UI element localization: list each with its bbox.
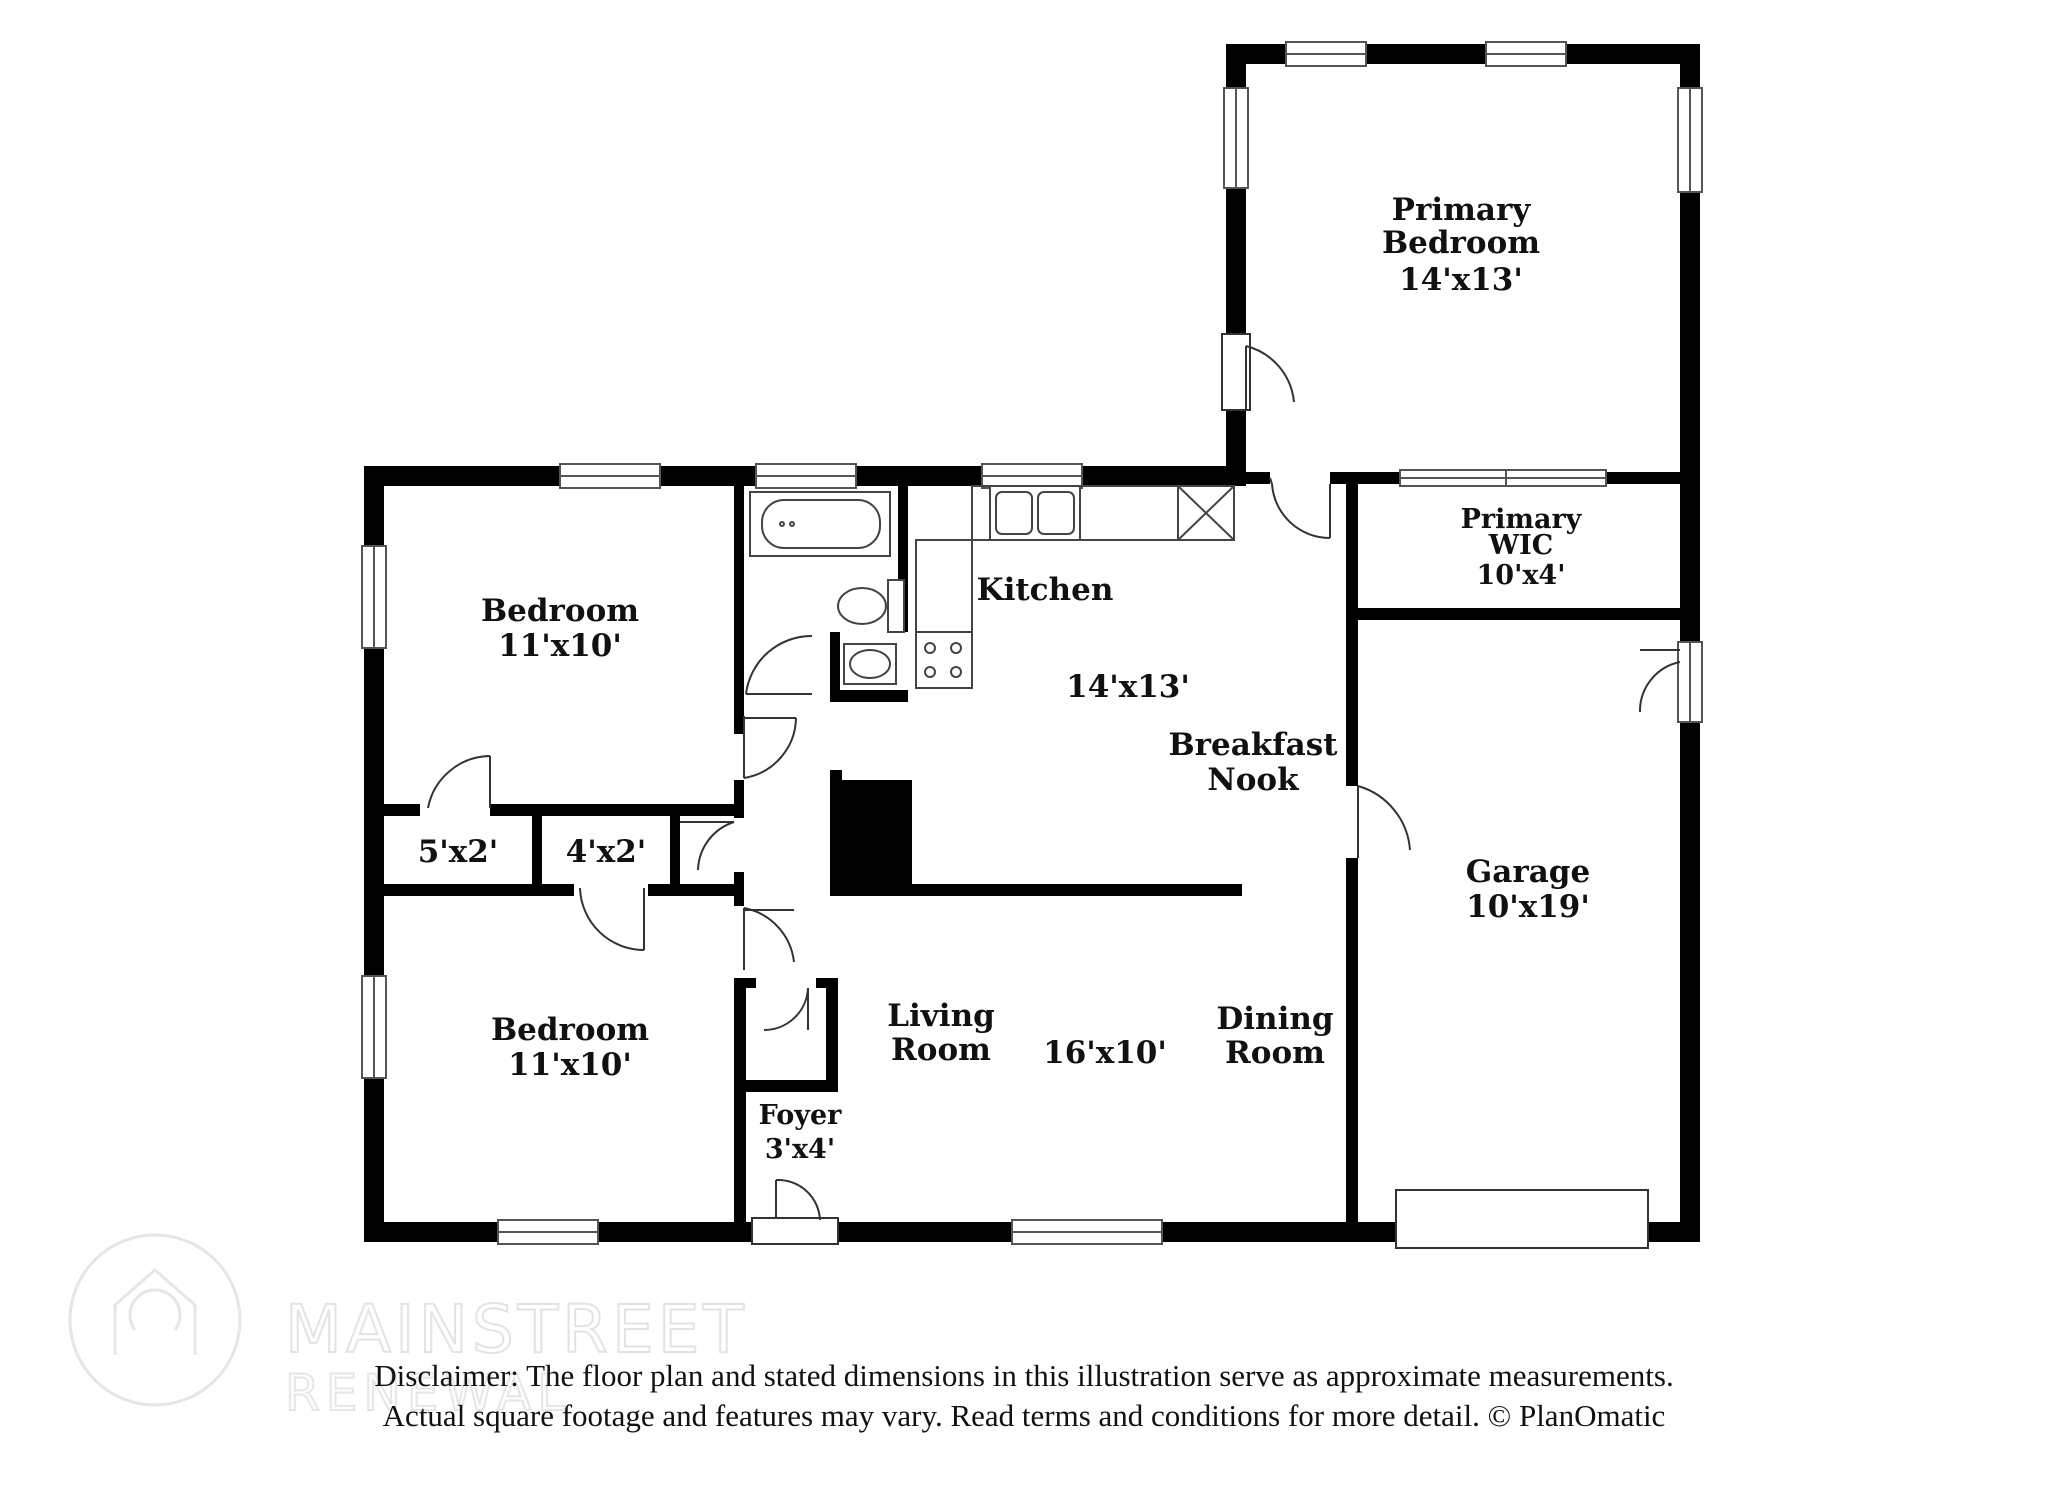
label-bedroom1: Bedroom — [481, 593, 639, 629]
wall-bath-stub — [830, 632, 840, 702]
wall-foyer-closet-right — [826, 978, 838, 1090]
bathtub — [749, 491, 891, 557]
wall-bed1-bottom-b — [490, 804, 742, 816]
disclaimer: Disclaimer: The floor plan and stated di… — [0, 1356, 2048, 1436]
wall-foyer-closet-top-l — [734, 978, 756, 988]
watermark-text: MAINSTREET — [285, 1291, 748, 1368]
label-garage: Garage — [1466, 854, 1590, 890]
wall-garage-upper — [1346, 608, 1358, 786]
door-linen — [680, 821, 735, 871]
wall-right-upper — [1680, 44, 1700, 642]
label-garage-size: 10'x19' — [1466, 889, 1590, 925]
watermark-subtext: RENEWAL — [285, 1364, 571, 1422]
door-bedroom1 — [743, 716, 797, 779]
label-kitchen-size: 14'x13' — [1066, 669, 1190, 705]
wall-wic-left — [1346, 484, 1358, 616]
wall-bath-left — [734, 484, 744, 706]
label-primary-bedroom-2: Bedroom — [1382, 225, 1540, 261]
label-bedroom2: Bedroom — [491, 1012, 649, 1048]
label-bedroom2-size: 11'x10' — [508, 1047, 632, 1083]
wall-closet-divider-2 — [670, 804, 680, 896]
label-foyer: Foyer — [759, 1100, 843, 1131]
wall-foyer-closet-top-r — [816, 978, 838, 988]
label-living-size: 16'x10' — [1043, 1035, 1167, 1071]
kitchen-counter-side — [915, 539, 973, 633]
door-hall-primary — [1269, 477, 1331, 540]
toilet — [837, 579, 905, 633]
wall-closet-divider-1 — [532, 804, 542, 896]
door-closet-4x2 — [579, 887, 645, 951]
door-primary-bedroom — [1221, 333, 1295, 411]
door-bedroom2 — [743, 907, 795, 970]
bath-sink — [843, 643, 897, 685]
label-breakfast-nook-1: Breakfast — [1168, 727, 1338, 763]
door-bath — [745, 634, 813, 695]
label-primary-wic-2: WIC — [1488, 530, 1553, 561]
wall-primary-left-lower — [1226, 410, 1246, 478]
refrigerator — [1177, 485, 1235, 541]
door-garage-interior — [1357, 785, 1411, 858]
wall-bath-right — [898, 484, 908, 632]
fireplace-left-edge — [830, 770, 842, 894]
label-primary-wic-size: 10'x4' — [1477, 560, 1566, 591]
wall-closet-row-bottom — [384, 884, 574, 896]
label-primary-wic-1: Primary — [1461, 504, 1583, 535]
wall-foyer-closet-bottom — [734, 1080, 838, 1092]
room-labels: Primary Bedroom 14'x13' Primary WIC 10'x… — [418, 192, 1591, 1165]
label-dining-room-1: Dining — [1216, 1001, 1333, 1037]
label-living-room-2: Room — [891, 1032, 991, 1068]
wall-primary-bottom-left — [1226, 472, 1270, 484]
label-closet-5x2: 5'x2' — [418, 834, 499, 870]
door-foyer-closet — [763, 987, 809, 1032]
fixtures — [749, 485, 1235, 689]
wall-hall-left-2 — [734, 780, 744, 818]
wall-foyer-closet-left — [734, 978, 746, 1090]
wall-bath-bottom — [830, 690, 908, 702]
door-closet-5x2 — [427, 755, 491, 809]
kitchen-bar-wall — [830, 884, 1242, 896]
door-garage-exterior — [1638, 649, 1681, 713]
wall-closet-row-bottom-b — [648, 884, 742, 896]
fireplace-block — [830, 780, 912, 894]
label-primary-bedroom-1: Primary — [1392, 192, 1532, 228]
disclaimer-line-1: Disclaimer: The floor plan and stated di… — [374, 1358, 1674, 1393]
wall-hall-left-1 — [734, 706, 744, 734]
wall-bed1-bottom-a — [384, 804, 420, 816]
garage-door — [1395, 1189, 1649, 1249]
label-living-room-1: Living — [887, 998, 995, 1034]
label-bedroom1-size: 11'x10' — [498, 628, 622, 664]
label-primary-bedroom-size: 14'x13' — [1399, 262, 1523, 298]
mainstreet-watermark-logo: MAINSTREET RENEWAL — [68, 1233, 748, 1423]
label-foyer-size: 3'x4' — [765, 1134, 835, 1165]
wall-right-lower — [1680, 722, 1700, 1242]
label-breakfast-nook-2: Nook — [1207, 762, 1300, 798]
label-dining-room-2: Room — [1225, 1035, 1325, 1071]
wall-hall-left-3 — [734, 872, 744, 906]
label-closet-4x2: 4'x2' — [566, 834, 647, 870]
door-front — [751, 1178, 839, 1245]
disclaimer-line-2: Actual square footage and features may v… — [382, 1398, 1666, 1433]
stove — [915, 631, 973, 689]
wall-wic-bottom — [1346, 608, 1696, 620]
label-kitchen: Kitchen — [977, 572, 1114, 608]
doors — [427, 333, 1681, 1245]
wall-garage-lower — [1346, 858, 1358, 1228]
kitchen-sink — [989, 485, 1081, 541]
windows — [361, 41, 1703, 1245]
